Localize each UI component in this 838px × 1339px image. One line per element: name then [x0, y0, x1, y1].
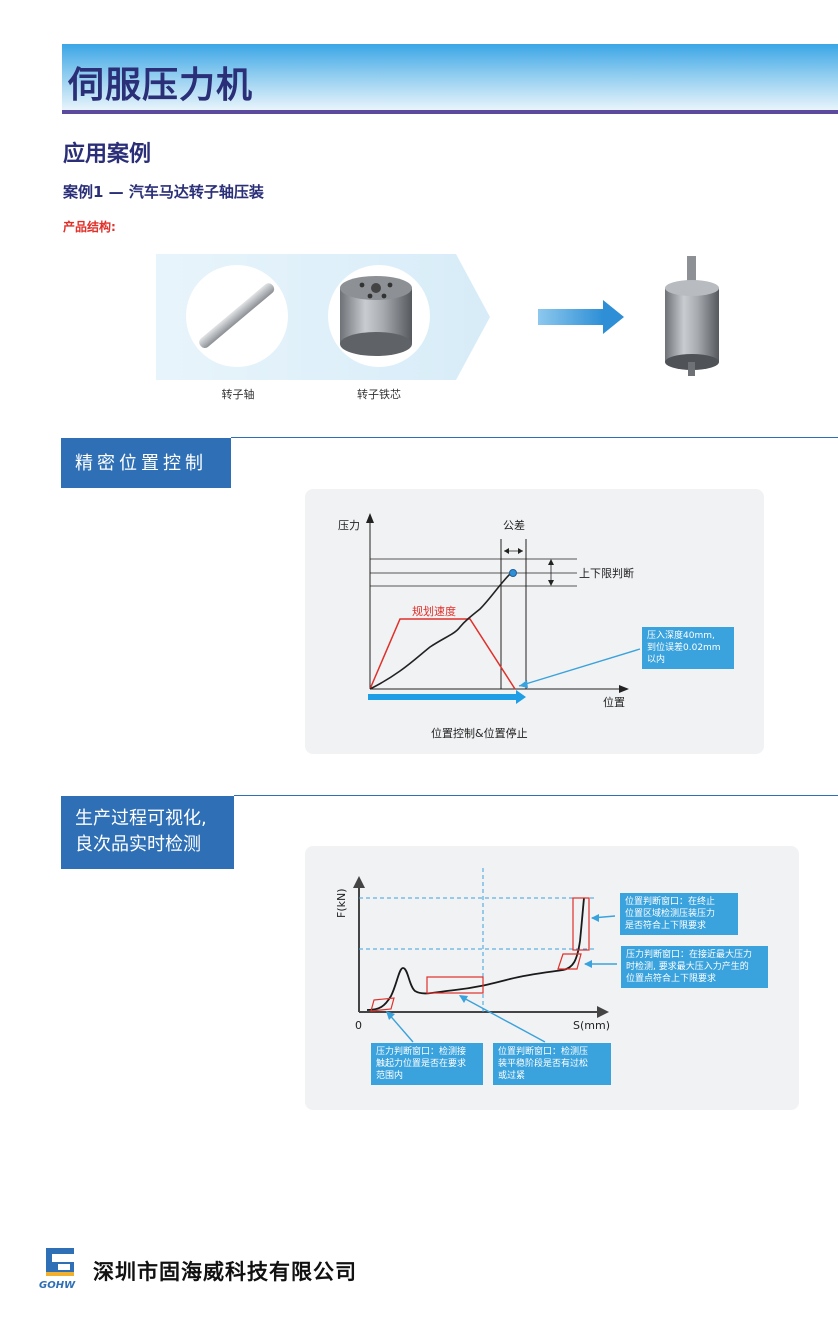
s-axis-label: S(mm) — [573, 1019, 610, 1032]
end-position-callout-line3: 是否符合上下限要求 — [625, 921, 707, 931]
end-position-callout-line2: 位置区域检测压装压力 — [625, 909, 716, 919]
force-displacement-curve — [366, 897, 585, 1011]
company-name: 深圳市固海威科技有限公司 — [93, 1259, 357, 1284]
contact-force-callout-line2: 触起力位置是否在要求 — [376, 1059, 467, 1069]
position-control-panel — [305, 489, 764, 754]
case-title: 案例1 — 汽车马达转子轴压装 — [63, 183, 264, 201]
y-axis-label: 压力 — [338, 519, 360, 532]
section2-tag-line2: 良次品实时检测 — [75, 834, 201, 855]
product-structure-illustration — [156, 254, 719, 380]
x-axis-label: 位置 — [603, 695, 625, 709]
structure-label: 产品结构: — [63, 220, 116, 234]
shaft-caption: 转子轴 — [221, 388, 255, 401]
depth-callout-line1: 压入深度40mm, — [647, 631, 715, 641]
process-visualization-chart: F(kN) S(mm) 0 — [335, 868, 617, 1043]
force-curve — [369, 573, 511, 690]
title-banner: 伺服压力机 — [62, 44, 838, 114]
depth-callout: 压入深度40mm, 到位误差0.02mm 以内 — [642, 627, 734, 669]
core-caption: 转子铁芯 — [357, 388, 401, 401]
limit-label: 上下限判断 — [579, 566, 634, 580]
title-underline — [62, 110, 838, 114]
logo-text: GOHW — [39, 1280, 76, 1291]
max-force-window — [557, 953, 582, 970]
contact-force-callout-line3: 范围内 — [376, 1071, 404, 1081]
contact-force-callout: 压力判断窗口：检测接 触起力位置是否在要求 范围内 — [371, 1043, 483, 1085]
planned-speed-label: 规划速度 — [412, 604, 456, 618]
section2-tag-line1: 生产过程可视化, — [75, 808, 207, 829]
max-force-callout-line2: 时检测, 要求最大压入力产生的 — [626, 962, 749, 972]
end-position-callout: 位置判断窗口：在终止 位置区域检测压装压力 是否符合上下限要求 — [620, 893, 738, 935]
origin-label: 0 — [355, 1019, 362, 1032]
f-axis-label: F(kN) — [335, 888, 348, 918]
depth-callout-line3: 以内 — [647, 655, 666, 665]
stable-stage-callout-line3: 或过紧 — [498, 1071, 526, 1081]
rotor-shaft-image — [199, 283, 275, 348]
end-position-window — [572, 897, 590, 951]
stable-window — [426, 976, 484, 994]
section-title: 应用案例 — [63, 142, 152, 167]
section1-line — [231, 437, 838, 438]
assembled-rotor-image — [665, 256, 719, 376]
tolerance-label: 公差 — [503, 518, 525, 532]
stable-stage-callout: 位置判断窗口：检测压 装平稳阶段是否有过松 或过紧 — [493, 1043, 611, 1085]
planned-speed-line — [369, 618, 516, 690]
end-point-marker — [509, 569, 517, 577]
max-force-callout-line1: 压力判断窗口：在接近最大压力 — [626, 950, 753, 960]
stable-stage-callout-line1: 位置判断窗口：检测压 — [498, 1047, 589, 1057]
depth-callout-line2: 到位误差0.02mm — [647, 643, 721, 653]
position-control-chart: 压力 位置 公差 上下限判断 规划速度 位置控制&位置停止 — [338, 513, 641, 740]
position-progress-bar — [368, 694, 516, 700]
max-force-callout-line3: 位置点符合上下限要求 — [626, 974, 717, 984]
rotor-core-image — [340, 276, 412, 356]
section2-tag: 生产过程可视化, 良次品实时检测 — [61, 796, 234, 869]
section2-line — [234, 795, 838, 796]
stable-stage-callout-line2: 装平稳阶段是否有过松 — [498, 1059, 589, 1069]
max-force-callout: 压力判断窗口：在接近最大压力 时检测, 要求最大压入力产生的 位置点符合上下限要… — [621, 946, 768, 988]
end-position-callout-line1: 位置判断窗口：在终止 — [625, 897, 716, 907]
section1-tag: 精密位置控制 — [61, 438, 231, 488]
chart-caption: 位置控制&位置停止 — [431, 726, 528, 740]
assembly-arrow — [538, 300, 624, 334]
company-logo-icon — [46, 1248, 74, 1276]
contact-window — [370, 997, 395, 1012]
contact-force-callout-line1: 压力判断窗口：检测接 — [376, 1047, 467, 1057]
page-title: 伺服压力机 — [68, 65, 254, 106]
